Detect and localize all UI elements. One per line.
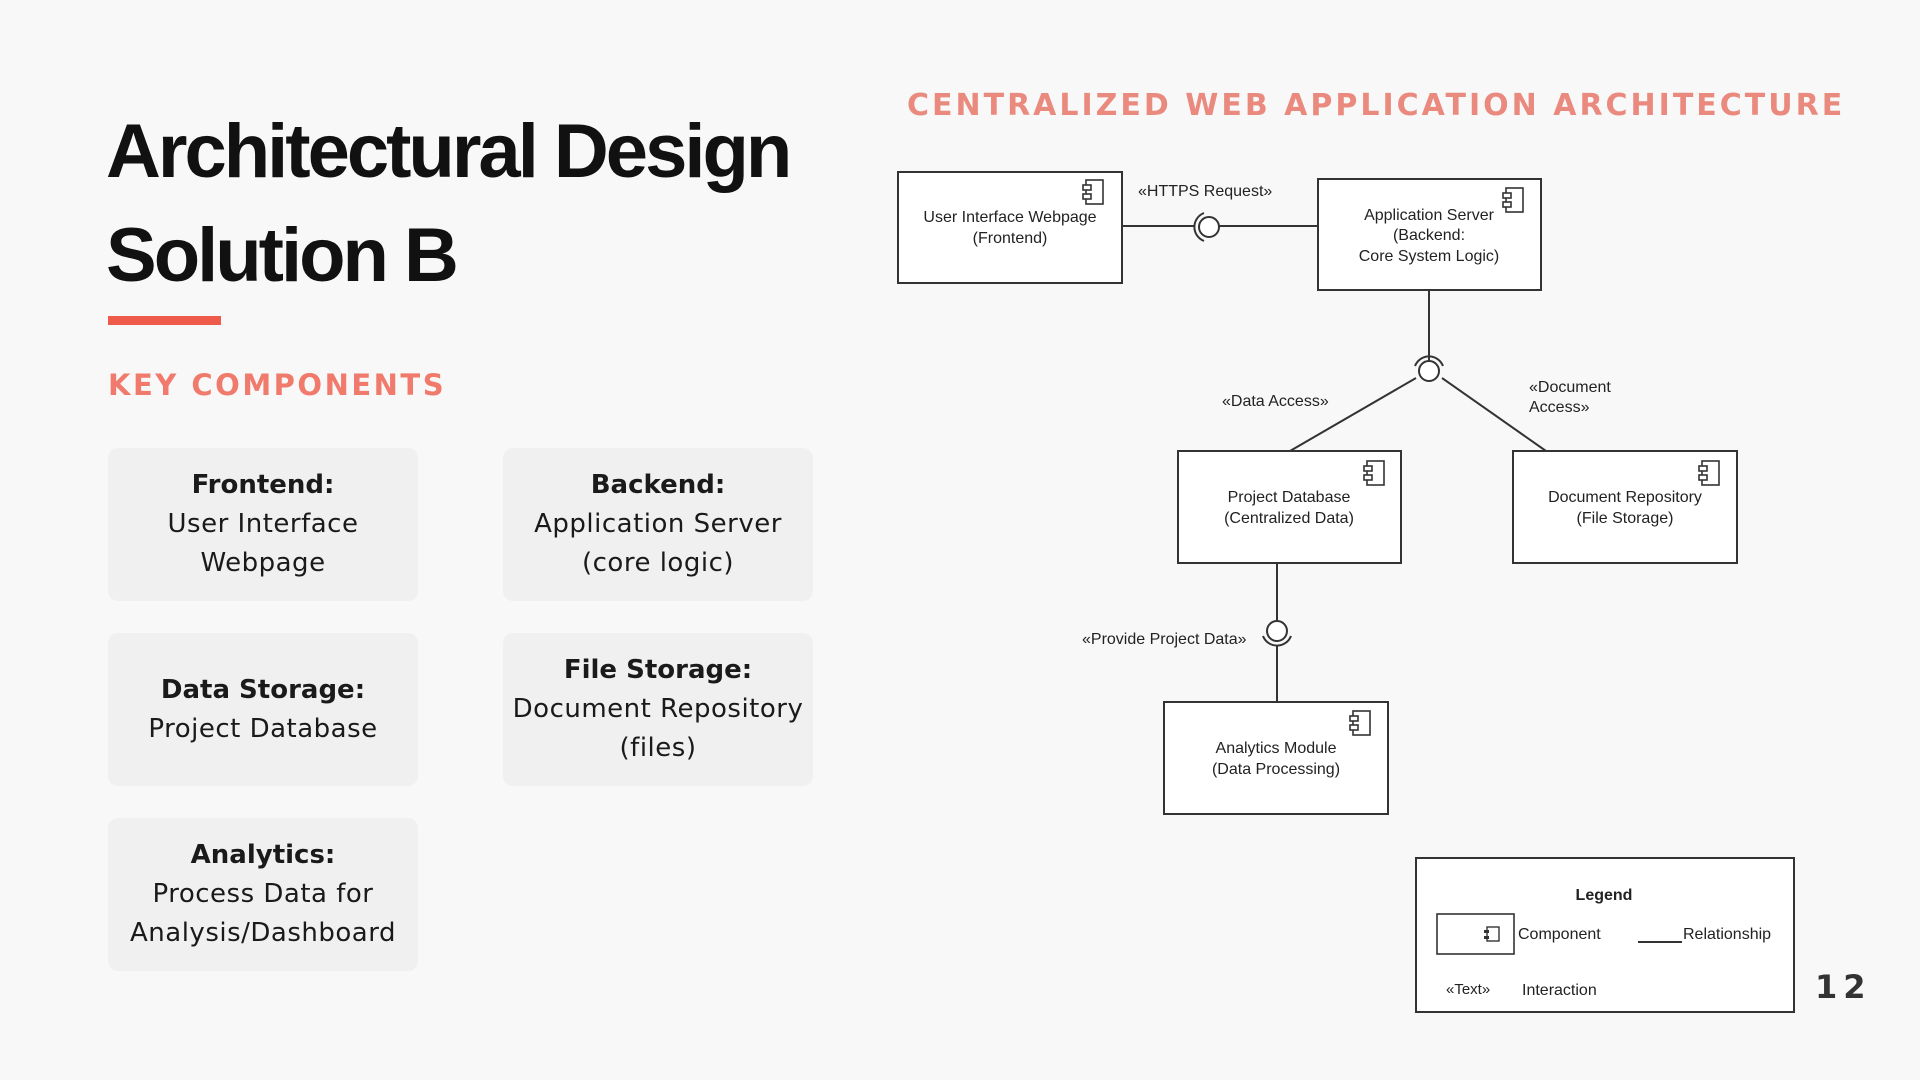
component-icon	[1349, 710, 1371, 736]
analytics-label-line-2: (Data Processing)	[1212, 761, 1340, 778]
card-body: User Interface Webpage	[167, 509, 359, 578]
legend-component-label: Component	[1518, 926, 1601, 943]
card-body: Document Repository (files)	[512, 694, 804, 763]
component-card-backend: Backend: Application Server (core logic)	[503, 448, 813, 601]
slide-title-line-1: Architectural Design	[106, 109, 792, 194]
docs-label-line-2: (File Storage)	[1577, 510, 1674, 527]
component-icon	[1698, 460, 1720, 486]
component-card-file-storage: File Storage: Document Repository (files…	[503, 633, 813, 786]
app-label-line-3: Core System Logic)	[1359, 248, 1500, 265]
db-label-line-2: (Centralized Data)	[1224, 510, 1354, 527]
interaction-https-request: «HTTPS Request»	[1138, 183, 1272, 200]
ui-label-line-2: (Frontend)	[973, 230, 1048, 247]
legend-relationship-label: Relationship	[1683, 926, 1771, 943]
component-user-interface: User Interface Webpage (Frontend)	[897, 171, 1123, 284]
interaction-data-access: «Data Access»	[1222, 393, 1329, 410]
provide-data-interface-symbol	[1262, 620, 1292, 647]
component-card-frontend: Frontend: User Interface Webpage	[108, 448, 418, 601]
docs-label-line-1: Document Repository	[1548, 489, 1702, 506]
component-icon	[1502, 187, 1524, 213]
card-title: File Storage:	[563, 655, 753, 685]
legend-component-icon	[1484, 926, 1500, 942]
interaction-document-access-line-1: «Document	[1529, 379, 1611, 396]
edge-hub-to-database	[1289, 377, 1417, 452]
interaction-provide-project-data: «Provide Project Data»	[1082, 631, 1247, 648]
component-document-repository: Document Repository (File Storage)	[1512, 450, 1738, 564]
card-body: Process Data for Analysis/Dashboard	[130, 879, 396, 948]
component-application-server: Application Server (Backend: Core System…	[1317, 178, 1542, 291]
component-analytics-module: Analytics Module (Data Processing)	[1163, 701, 1389, 815]
legend-text-sample: «Text»	[1446, 981, 1490, 998]
ui-label-line-1: User Interface Webpage	[923, 209, 1096, 226]
slide-title-line-2: Solution B	[106, 213, 459, 298]
title-underline	[108, 316, 221, 325]
card-title: Backend:	[590, 470, 726, 500]
app-label-line-1: Application Server	[1364, 207, 1495, 224]
legend-interaction-label: Interaction	[1522, 982, 1597, 999]
card-title: Analytics:	[190, 840, 336, 870]
https-interface-symbol	[1193, 212, 1220, 242]
card-title: Data Storage:	[160, 674, 366, 705]
component-card-data-storage: Data Storage: Project Database	[108, 633, 418, 786]
diagram-title: CENTRALIZED WEB APPLICATION ARCHITECTURE	[907, 88, 1846, 123]
legend-title: Legend	[1576, 887, 1633, 904]
card-title: Frontend:	[191, 470, 335, 500]
component-card-analytics: Analytics: Process Data for Analysis/Das…	[108, 818, 418, 971]
data-hub-interface-symbol	[1414, 355, 1444, 382]
page-number: 12	[1815, 968, 1872, 1006]
key-components-heading: KEY COMPONENTS	[108, 368, 447, 402]
component-icon	[1082, 179, 1104, 205]
legend: Legend Component Relationship «Text» Int…	[1415, 857, 1795, 1013]
component-project-database: Project Database (Centralized Data)	[1177, 450, 1402, 564]
analytics-label-line-1: Analytics Module	[1216, 740, 1337, 757]
card-body: Project Database	[148, 713, 378, 744]
legend-component-swatch	[1436, 913, 1515, 955]
slide-title: Architectural Design Solution B	[106, 100, 826, 308]
card-body: Application Server (core logic)	[534, 509, 782, 578]
edge-hub-to-document-repository	[1441, 377, 1547, 452]
db-label-line-1: Project Database	[1228, 489, 1351, 506]
component-icon	[1363, 460, 1385, 486]
interaction-document-access-line-2: Access»	[1529, 399, 1590, 416]
app-label-line-2: (Backend:	[1393, 227, 1465, 244]
